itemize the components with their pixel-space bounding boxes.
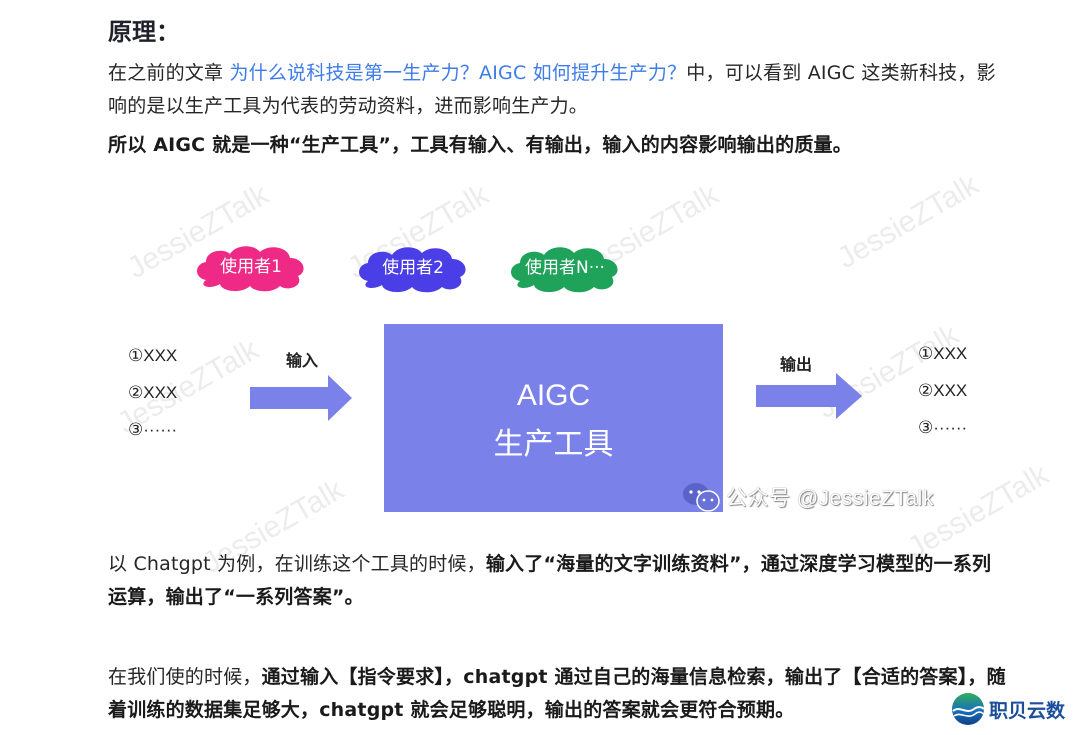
output-item: ②XXX — [918, 381, 968, 400]
user-label: 使用者1 — [220, 257, 282, 277]
cloud-icon — [511, 247, 618, 293]
box-subtitle: 生产工具 — [493, 427, 614, 462]
input-item: ③······ — [128, 420, 178, 439]
cloud-icon — [197, 246, 304, 292]
training-bold-text: 输入了“海量的文字训练资料”，通过深度学习模型的一系列运算，输出了“一系列答案”… — [108, 553, 992, 608]
user-cloud-n: 使用者N··· — [506, 243, 624, 293]
aigc-box: AIGC 生产工具 — [384, 324, 723, 512]
article-link[interactable]: 为什么说科技是第一生产力？AIGC 如何提升生产力？ — [229, 62, 687, 84]
box-title: AIGC — [516, 379, 591, 412]
intro-text-before: 在之前的文章 — [108, 62, 230, 84]
input-list: ①XXX ②XXX ③······ — [128, 337, 177, 448]
output-arrow-icon — [756, 373, 862, 419]
source-watermark-text: 公众号 @JessieZTalk — [726, 487, 934, 510]
usage-text: 在我们使的时候， — [108, 666, 262, 688]
input-item: ①XXX — [128, 346, 178, 365]
summary-paragraph: 所以 AIGC 就是一种“生产工具”，工具有输入、有输出，输入的内容影响输出的质… — [108, 134, 852, 156]
user-cloud-2: 使用者2 — [354, 243, 472, 293]
intro-paragraph: 在之前的文章 为什么说科技是第一生产力？AIGC 如何提升生产力？中，可以看到 … — [108, 57, 1008, 123]
input-arrow-icon — [250, 375, 352, 421]
brand-logo: 职贝云数 — [950, 691, 1065, 727]
user-cloud-1: 使用者1 — [192, 242, 310, 292]
output-item: ①XXX — [918, 344, 968, 363]
aigc-diagram: JessieZTalk JessieZTalk JessieZTalk Jess… — [100, 168, 1054, 580]
usage-bold-text: 通过输入【指令要求】，chatgpt 通过自己的海量信息检索，输出了【合适的答案… — [108, 666, 1006, 721]
brand-name: 职贝云数 — [989, 699, 1066, 722]
usage-paragraph: 在我们使的时候，通过输入【指令要求】，chatgpt 通过自己的海量信息检索，输… — [108, 661, 1008, 727]
intro-text-after: 中，可以看到 AIGC 这类新科技，影响的是以生产工具为代表的劳动资料，进而影响… — [108, 62, 996, 117]
training-text: 以 Chatgpt 为例，在训练这个工具的时候， — [108, 553, 486, 575]
section-heading: 原理： — [108, 18, 180, 46]
wechat-icon — [683, 483, 720, 512]
output-item: ③······ — [918, 418, 968, 437]
cloud-icon — [359, 247, 466, 293]
output-label: 输出 — [780, 355, 813, 374]
watermark: JessieZTalk — [831, 168, 985, 276]
output-list: ①XXX ②XXX ③······ — [918, 335, 967, 446]
input-label: 输入 — [286, 351, 319, 370]
user-label: 使用者N··· — [525, 258, 605, 278]
input-item: ②XXX — [128, 383, 178, 402]
wave-globe-icon — [952, 693, 985, 725]
user-label: 使用者2 — [382, 258, 444, 278]
training-paragraph: 以 Chatgpt 为例，在训练这个工具的时候，输入了“海量的文字训练资料”，通… — [108, 548, 1008, 614]
source-watermark: 公众号 @JessieZTalk — [682, 482, 934, 512]
